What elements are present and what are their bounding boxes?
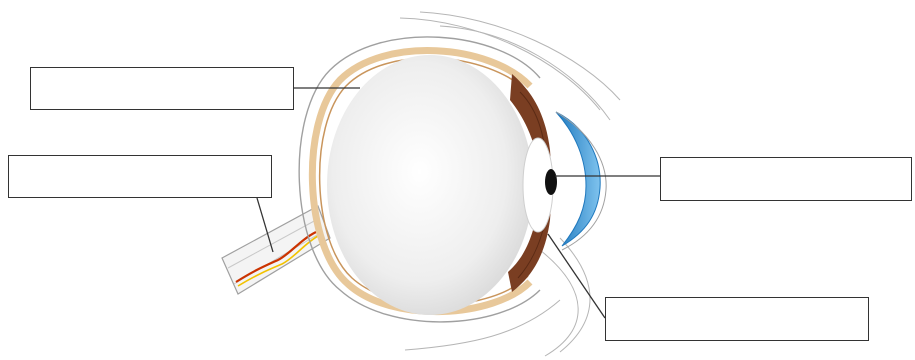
leader-line-bottom-right (548, 234, 605, 318)
label-box-right[interactable] (660, 157, 912, 201)
cornea (556, 112, 600, 246)
label-box-top-left[interactable] (30, 67, 294, 110)
pupil (545, 169, 557, 195)
eyeball (327, 55, 533, 315)
label-box-bottom-right[interactable] (605, 297, 869, 341)
label-box-mid-left[interactable] (8, 155, 272, 198)
